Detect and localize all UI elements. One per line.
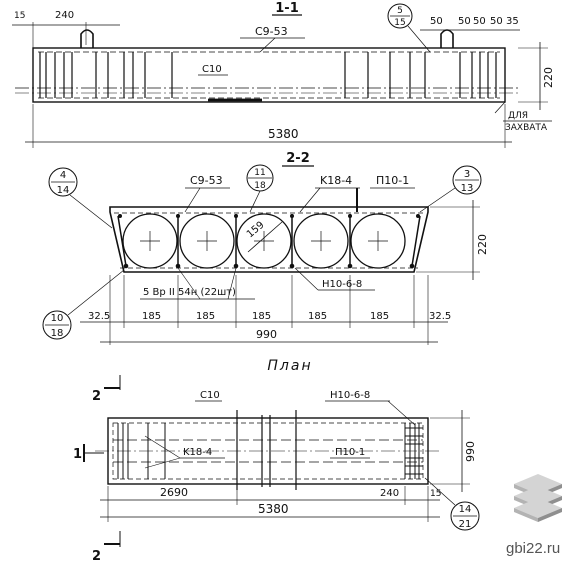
svg-text:14: 14: [459, 504, 472, 515]
label-p10-1-s2: П10-1: [376, 174, 409, 187]
rebar-note: 5 Вр II 54н (22шт): [143, 287, 236, 298]
label-h10-6-8-s2: H10-6-8: [322, 279, 362, 290]
callout-10-18: [42, 310, 72, 340]
svg-text:18: 18: [51, 328, 64, 339]
section-mark-2-top: 2: [92, 389, 101, 404]
spacing-185-1: 185: [142, 311, 161, 322]
spacing-185-5: 185: [370, 311, 389, 322]
hollow-core-5: [350, 213, 406, 269]
svg-text:18: 18: [254, 181, 266, 191]
dim-990-section2: 990: [256, 328, 277, 341]
svg-text:11: 11: [254, 168, 265, 178]
slab-layer-bottom: [514, 498, 562, 522]
callout-5-15: [387, 3, 413, 29]
hollow-core-1: [122, 213, 178, 269]
svg-text:21: 21: [459, 519, 472, 530]
section-1-1: 1-1 15 240 50 50 50 50 35 5 15 C9-53: [12, 1, 555, 148]
dim-990-plan: 990: [464, 441, 477, 462]
callout-3-13: [452, 165, 482, 195]
plan-end-mesh-right: [404, 423, 423, 479]
dim-5380-plan: 5380: [258, 502, 289, 516]
dim-35: 35: [506, 16, 519, 27]
section-2-2: 2-2 4 14 C9-53 11 18 K18-4 П10-1 3 13: [42, 151, 489, 345]
svg-text:10: 10: [51, 313, 64, 324]
dim-50-c: 50: [473, 16, 486, 27]
callout-4-14: [48, 167, 78, 197]
svg-text:4: 4: [60, 170, 66, 181]
lifting-loop-left: [80, 29, 94, 48]
plan-view: План 2 C10 H10-6-8: [73, 358, 480, 564]
dim-5380-section1: 5380: [268, 127, 299, 141]
label-c9-53-s2: C9-53: [190, 174, 223, 187]
label-c10-section: C10: [202, 64, 222, 75]
spacing-185-2: 185: [196, 311, 215, 322]
hollow-core-2: [179, 213, 235, 269]
dim-240-top: 240: [55, 10, 74, 21]
plan-end-mesh-left: [117, 423, 166, 479]
dim-15-plan: 15: [430, 489, 441, 499]
svg-text:5: 5: [397, 6, 403, 16]
label-h10-6-8-plan: H10-6-8: [330, 390, 370, 401]
beam-elevation: [32, 47, 506, 103]
section-mark-1: 1: [73, 447, 82, 462]
stacked-slabs-logo: [514, 474, 562, 522]
dim-240-plan: 240: [380, 488, 399, 499]
dim-50-a: 50: [430, 16, 443, 27]
prestress-bars: [118, 214, 420, 269]
svg-text:15: 15: [394, 18, 405, 28]
grip-note-1: ДЛЯ: [508, 111, 528, 121]
svg-text:3: 3: [464, 169, 470, 180]
plan-c10-bars: [236, 410, 297, 490]
dim-220-section2: 220: [476, 234, 489, 255]
label-k18-4-plan: K18-4: [183, 447, 212, 458]
web-rebars: [117, 214, 421, 268]
plan-title: План: [267, 358, 312, 374]
stirrups-right: [344, 52, 497, 98]
dim-50-d: 50: [490, 16, 503, 27]
section-mark-2-bottom: 2: [92, 549, 101, 564]
svg-text:13: 13: [461, 183, 474, 194]
grip-note-2: ЗАХВАТА: [505, 123, 548, 133]
hollow-core-4: [293, 213, 349, 269]
lifting-loop-right: [440, 29, 454, 48]
hollow-core-3: [236, 213, 292, 269]
slab-cross-section: [109, 206, 429, 273]
section-1-1-title: 1-1: [275, 1, 299, 16]
stirrups-left: [39, 52, 173, 98]
spacing-185-4: 185: [308, 311, 327, 322]
dim-220-section1: 220: [542, 67, 555, 88]
section-2-2-title: 2-2: [286, 151, 310, 166]
dim-15-top: 15: [14, 11, 25, 21]
dim-2690: 2690: [160, 486, 188, 499]
label-p10-1-plan: П10-1: [335, 447, 365, 458]
label-k18-4-s2: K18-4: [320, 174, 352, 187]
label-c10-plan: C10: [200, 390, 220, 401]
spacing-32-5-right: 32.5: [429, 311, 451, 322]
hollow-cores: [122, 213, 406, 269]
dim-50-b: 50: [458, 16, 471, 27]
svg-text:14: 14: [57, 185, 70, 196]
label-c9-53: C9-53: [255, 25, 288, 38]
watermark-text: gbi22.ru: [506, 540, 561, 557]
callout-14-21: [450, 501, 480, 531]
spacing-185-3: 185: [252, 311, 271, 322]
hole-diameter: 159: [245, 220, 267, 241]
spacing-32-5-left: 32.5: [88, 311, 110, 322]
